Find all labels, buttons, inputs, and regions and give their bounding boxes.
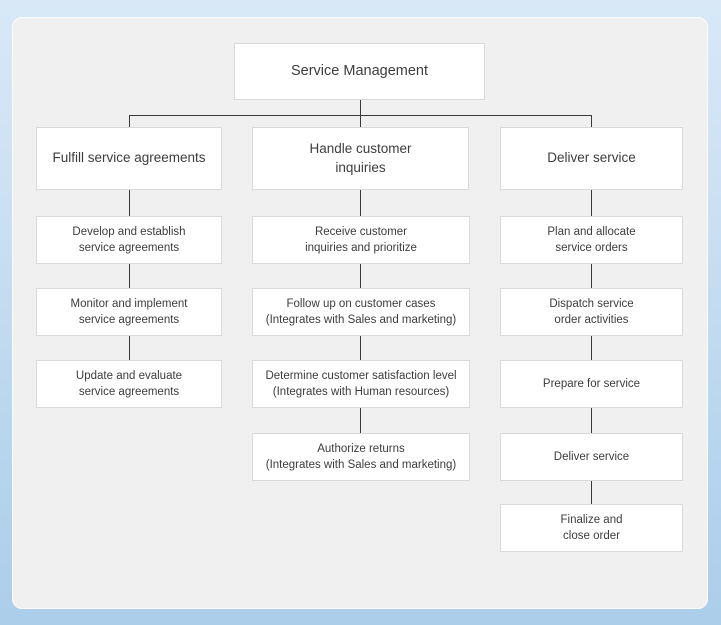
node-finalize-close-order: Finalize and close order	[500, 504, 683, 552]
connector-line	[360, 264, 361, 288]
node-deliver-service: Deliver service	[500, 433, 683, 481]
node-authorize-returns: Authorize returns (Integrates with Sales…	[252, 433, 470, 481]
connector-line	[591, 408, 592, 433]
node-prepare-for-service: Prepare for service	[500, 360, 683, 408]
node-service-management: Service Management	[234, 43, 485, 100]
connector-line	[360, 190, 361, 216]
connector-line	[129, 190, 130, 216]
node-update-evaluate-agreements: Update and evaluate service agreements	[36, 360, 222, 408]
connector-line	[360, 336, 361, 360]
node-receive-customer-inquiries: Receive customer inquiries and prioritiz…	[252, 216, 470, 264]
connector-drop-left	[129, 116, 130, 127]
node-plan-allocate-service-orders: Plan and allocate service orders	[500, 216, 683, 264]
connector-rail	[129, 115, 592, 116]
node-monitor-implement-agreements: Monitor and implement service agreements	[36, 288, 222, 336]
node-develop-establish-agreements: Develop and establish service agreements	[36, 216, 222, 264]
connector-line	[591, 336, 592, 360]
connector-line	[129, 336, 130, 360]
connector-line	[360, 408, 361, 433]
node-dispatch-service-order-activities: Dispatch service order activities	[500, 288, 683, 336]
node-fulfill-service-agreements: Fulfill service agreements	[36, 127, 222, 190]
connector-drop-middle	[360, 116, 361, 127]
node-handle-customer-inquiries: Handle customer inquiries	[252, 127, 469, 190]
connector-line	[591, 190, 592, 216]
node-determine-customer-satisfaction: Determine customer satisfaction level (I…	[252, 360, 470, 408]
connector-drop-right	[591, 116, 592, 127]
connector-line	[591, 481, 592, 504]
connector-line	[129, 264, 130, 288]
connector-line	[591, 264, 592, 288]
node-deliver-service-branch: Deliver service	[500, 127, 683, 190]
node-follow-up-customer-cases: Follow up on customer cases (Integrates …	[252, 288, 470, 336]
connector-root-stem	[360, 100, 361, 116]
